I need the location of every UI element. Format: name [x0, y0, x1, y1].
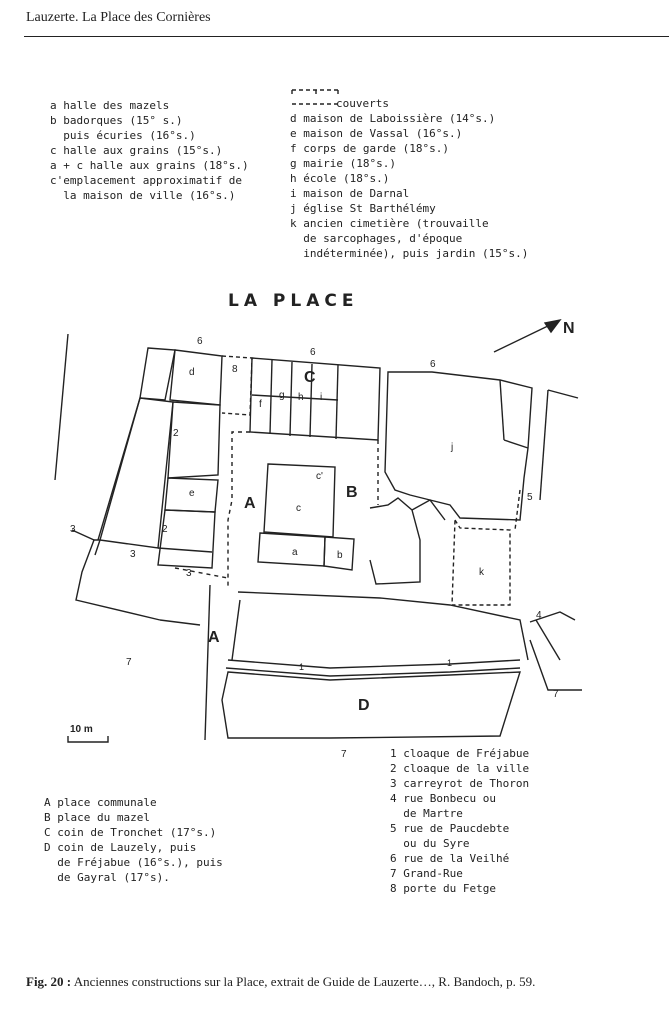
- label-a: a: [292, 547, 298, 558]
- block-2-lower: [157, 509, 216, 569]
- enclosure-k: [451, 517, 511, 606]
- legend-left-line: c halle aux grains (15°s.): [50, 144, 223, 157]
- legend-bl-line: de Gayral (17°s).: [44, 871, 170, 884]
- building-d: [169, 349, 223, 406]
- label-1b: 1: [447, 658, 452, 668]
- couverts-A: [227, 431, 250, 588]
- header-rule: [24, 36, 669, 37]
- label-c: c: [296, 503, 301, 514]
- legend-br-line: 8 porte du Fetge: [390, 882, 496, 895]
- legend-br-line: 4 rue Bonbecu ou: [390, 792, 496, 805]
- map-title: LA PLACE: [228, 291, 358, 311]
- legend-br-line: 2 cloaque de la ville: [390, 762, 530, 775]
- label-b: b: [337, 550, 343, 561]
- legend-br-line: 3 carreyrot de Thoron: [390, 777, 530, 790]
- building-D: [221, 671, 521, 739]
- legend-right-line: h école (18°s.): [290, 172, 390, 185]
- label-6a: 6: [197, 336, 203, 347]
- label-6c: 6: [430, 359, 436, 370]
- legend-bl-line: C coin de Tronchet (17°s.): [44, 826, 217, 839]
- legend-right-line: j église St Barthélémy: [290, 202, 436, 215]
- label-3c: 3: [186, 568, 192, 579]
- label-8: 8: [232, 364, 238, 375]
- scale-label: 10 m: [70, 724, 93, 735]
- legend-right-line: e maison de Vassal (16°s.): [290, 127, 463, 140]
- label-A2: A: [208, 629, 220, 646]
- building-j: [384, 371, 533, 521]
- legend-br-line: de Martre: [390, 807, 463, 820]
- rue-upper-edge: [237, 591, 529, 661]
- label-C: C: [304, 369, 316, 386]
- legend-left-line: c'emplacement approximatif de: [50, 174, 243, 187]
- label-2b: 2: [162, 524, 168, 535]
- label-7c: 7: [553, 689, 559, 700]
- legend-br-line: 7 Grand-Rue: [390, 867, 463, 880]
- legend-left-line: b badorques (15° s.): [50, 114, 183, 127]
- legend-left-line: a + c halle aux grains (18°s.): [50, 159, 249, 172]
- block-left-upper: [139, 347, 176, 401]
- north-label: N: [563, 320, 575, 337]
- label-6b: 6: [310, 347, 316, 358]
- caption-label: Fig. 20 :: [26, 974, 72, 989]
- cloaque-1-line: [227, 659, 521, 669]
- legend-left-line: a halle des mazels: [50, 99, 170, 112]
- label-d: d: [189, 367, 195, 378]
- legend-bl-line: B place du mazel: [44, 811, 150, 824]
- label-A1: A: [244, 495, 256, 512]
- legend-left: a halle des mazels b badorques (15° s.) …: [50, 98, 249, 203]
- legend-left-line: la maison de ville (16°s.): [50, 189, 236, 202]
- label-j: j: [450, 442, 453, 453]
- legend-br-line: 5 rue de Paucdebte: [390, 822, 510, 835]
- legend-right-line: k ancien cimetière (trouvaille: [290, 217, 489, 230]
- block-left-low-edge: [71, 529, 161, 621]
- label-2a: 2: [173, 428, 179, 439]
- halle-b: [323, 536, 355, 571]
- street-left-line: [54, 333, 69, 481]
- legend-right-line: d maison de Laboissière (14°s.): [290, 112, 496, 125]
- label-D: D: [358, 697, 370, 714]
- legend-bl-line: A place communale: [44, 796, 157, 809]
- legend-right-line: de sarcophages, d'époque: [290, 232, 463, 245]
- label-4: 4: [536, 610, 542, 621]
- label-g: g: [279, 390, 285, 401]
- label-i: i: [320, 392, 322, 403]
- legend-right-line: g mairie (18°s.): [290, 157, 396, 170]
- legend-right-line: f corps de garde (18°s.): [290, 142, 449, 155]
- legend-right-line: indéterminée), puis jardin (15°s.): [290, 247, 529, 260]
- legend-couverts-label: couverts: [336, 97, 389, 110]
- legend-bl-line: D coin de Lauzely, puis: [44, 841, 197, 854]
- halle-c: [263, 463, 336, 538]
- legend-br-line: 1 cloaque de Fréjabue: [390, 747, 530, 760]
- legend-br-line: ou du Syre: [390, 837, 470, 850]
- legend-br-line: 6 rue de la Veilhé: [390, 852, 510, 865]
- legend-bottom-right: 1 cloaque de Fréjabue 2 cloaque de la vi…: [390, 746, 529, 896]
- north-arrow-shaft: [493, 323, 553, 353]
- label-h: h: [298, 392, 304, 403]
- label-B: B: [346, 484, 358, 501]
- figure-caption: Fig. 20 : Anciennes constructions sur la…: [26, 974, 656, 990]
- label-3b: 3: [130, 549, 136, 560]
- block-2-upper: [167, 401, 221, 479]
- page-header: Lauzerte. La Place des Cornières: [26, 10, 211, 25]
- legend-left-line: puis écuries (16°s.): [50, 129, 196, 142]
- north-arrow-head: [543, 318, 562, 334]
- legend-bottom-left: A place communale B place du mazel C coi…: [44, 795, 223, 885]
- label-7b: 7: [341, 749, 347, 760]
- label-cprime: c': [316, 471, 323, 482]
- label-1a: 1: [299, 662, 304, 672]
- legend-right: d maison de Laboissière (14°s.) e maison…: [290, 111, 528, 261]
- caption-text: Anciennes constructions sur la Place, ex…: [73, 974, 536, 989]
- label-e: e: [189, 488, 195, 499]
- label-5: 5: [527, 492, 533, 503]
- couverts-symbol: [291, 89, 339, 105]
- label-k: k: [479, 567, 485, 578]
- label-7a: 7: [126, 657, 132, 668]
- scale-bar: [67, 736, 109, 743]
- label-f: f: [259, 399, 262, 410]
- legend-bl-line: de Fréjabue (16°s.), puis: [44, 856, 223, 869]
- label-3a: 3: [70, 524, 76, 535]
- legend-right-line: i maison de Darnal: [290, 187, 410, 200]
